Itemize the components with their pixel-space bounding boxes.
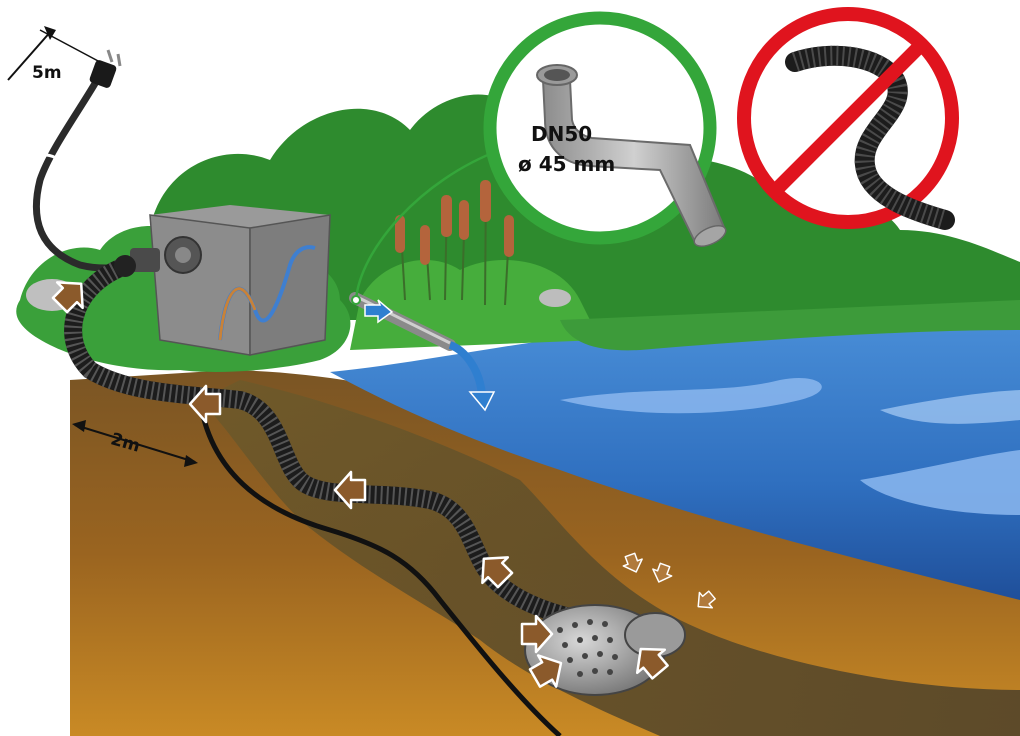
cable-clip (35, 153, 62, 163)
pond-filter-unit (130, 205, 331, 356)
flow-arrow-icon (520, 614, 554, 654)
intake-arrows (622, 552, 716, 609)
hose-ridges (64, 259, 612, 634)
power-cable (32, 73, 136, 272)
pond-liner (197, 399, 562, 736)
power-plug-icon (89, 49, 122, 88)
pipe-spec-diameter-label: ø 45 mm (518, 152, 615, 176)
outflow-arrow (364, 299, 394, 324)
water-reflection (880, 390, 1020, 424)
flow-arrow-icon (481, 556, 514, 589)
intake-arrow-icon (622, 552, 643, 573)
cable-length-label: 5m (32, 63, 62, 83)
cable-length-dimension (7, 26, 101, 81)
water-outflow-arrow (448, 341, 486, 396)
flow-arrow-icon (528, 654, 563, 688)
stone (539, 289, 571, 307)
flow-arrow-icon (635, 647, 669, 680)
prohibited-slash (769, 39, 927, 197)
hose-depth-dimension (72, 420, 198, 467)
cattails (395, 179, 514, 306)
flow-arrows (51, 281, 669, 688)
pipe-callout-line (354, 148, 501, 301)
water-outflow-arrowhead (468, 391, 496, 412)
flow-arrow-icon (51, 281, 84, 314)
hose-connector (114, 255, 136, 277)
outlet-pipe-highlight (354, 294, 451, 345)
pond-water (330, 311, 1020, 600)
pond-slope (200, 380, 1020, 736)
correct-pipe-badge (483, 11, 727, 247)
pipe-spec-dn-label: DN50 (531, 122, 592, 146)
shore-grass (560, 300, 1020, 351)
flow-arrow-icon (188, 384, 222, 424)
intake-arrow-icon (652, 562, 673, 583)
water-reflection (860, 450, 1020, 515)
rigid-pipe-elbow-icon (541, 79, 727, 244)
intake-arrow-icon (697, 590, 716, 609)
forbidden-hose-badge (737, 7, 959, 230)
water-reflection (560, 378, 822, 414)
flow-arrow-icon (333, 470, 367, 510)
